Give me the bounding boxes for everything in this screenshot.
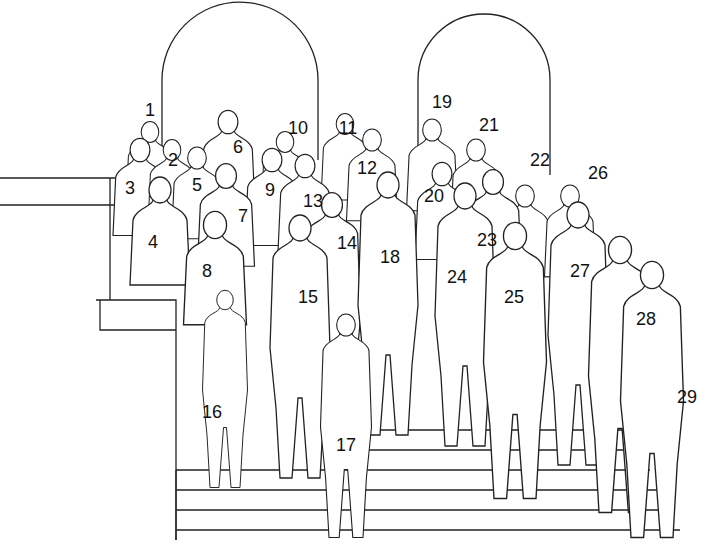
callout-number: 27 (570, 261, 590, 281)
callout-number: 5 (192, 175, 202, 195)
callout-number: 29 (677, 387, 697, 407)
callout-number: 19 (432, 92, 452, 112)
callout-number: 13 (303, 191, 323, 211)
callout-number: 18 (380, 247, 400, 267)
callout-number: 20 (424, 186, 444, 206)
callout-number: 28 (636, 309, 656, 329)
architecture (0, 2, 680, 540)
callout-number: 6 (233, 137, 243, 157)
callout-number: 12 (357, 158, 377, 178)
callout-number: 15 (298, 287, 318, 307)
callout-number: 2 (168, 150, 178, 170)
callout-number: 25 (504, 287, 524, 307)
callout-number: 26 (588, 163, 608, 183)
callout-number: 24 (447, 267, 467, 287)
callout-number: 21 (479, 115, 499, 135)
callout-number: 16 (202, 402, 222, 422)
callout-number: 17 (336, 435, 356, 455)
callout-number: 23 (477, 230, 497, 250)
callout-number: 4 (148, 232, 158, 252)
callout-number: 8 (202, 261, 212, 281)
callout-number: 14 (337, 233, 357, 253)
callout-number: 11 (339, 118, 358, 138)
callout-number: 10 (288, 118, 308, 138)
callout-number: 22 (530, 150, 550, 170)
callout-number: 9 (265, 180, 275, 200)
people-front (184, 172, 684, 538)
callout-number: 7 (238, 206, 248, 226)
callout-number: 3 (125, 178, 135, 198)
callout-number: 1 (145, 100, 155, 120)
